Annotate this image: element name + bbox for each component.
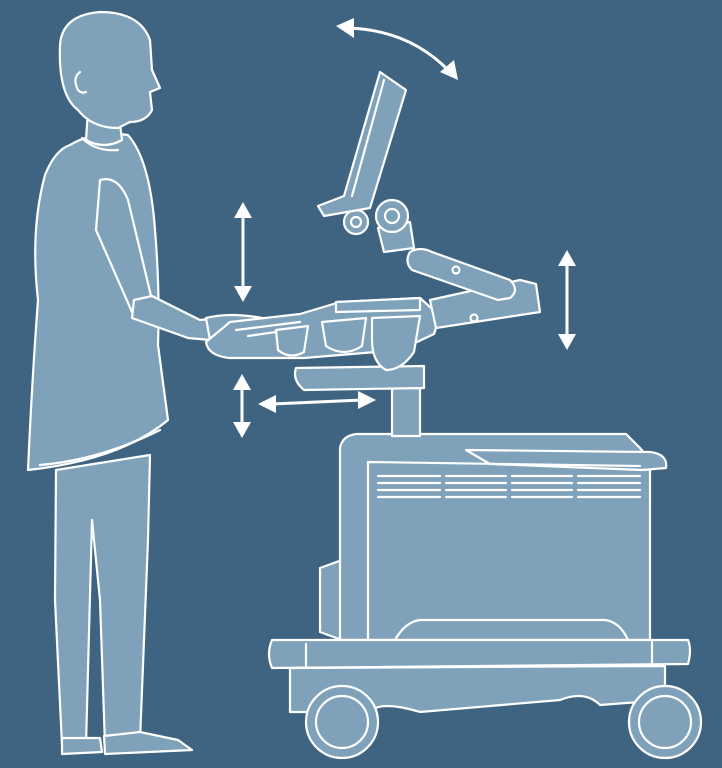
monitor-arm-ring: [376, 200, 408, 232]
monitor-tilt-joint: [344, 210, 368, 234]
person-legs: [55, 455, 150, 745]
probe-holder-1: [276, 326, 308, 356]
person-shoe-back: [62, 738, 102, 754]
cart-base-deck: [269, 640, 690, 668]
cart-wheel-front: [306, 686, 378, 758]
cart-wheel-rear: [629, 686, 701, 758]
console-column: [392, 388, 420, 436]
probe-holder-2: [322, 318, 366, 352]
cart-rear-handle: [320, 560, 342, 640]
console-swivel-mount: [295, 366, 424, 390]
